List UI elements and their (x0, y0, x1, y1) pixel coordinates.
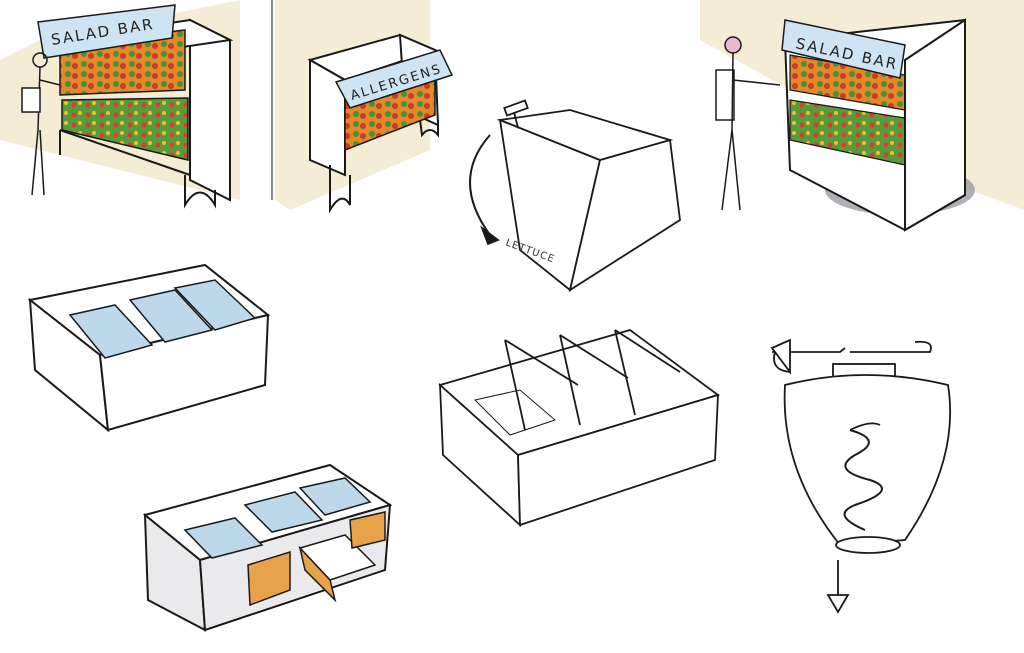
pan-1 (68, 304, 154, 359)
pan-2 (128, 289, 214, 343)
glass-pan-1 (183, 517, 264, 559)
divided-bin-sketch (438, 329, 720, 528)
lettuce-dispenser-sketch: LETTUCE (469, 99, 681, 292)
glass-pan-2 (243, 491, 324, 533)
salad-bar-perspective-sketch: SALAD BAR (700, 0, 1024, 232)
drawer-1 (247, 550, 291, 607)
customer-figure-left (21, 52, 61, 196)
salad-bar-sign-right (781, 19, 906, 79)
allergens-sign (334, 49, 454, 109)
customer-figure-right (715, 36, 781, 211)
auger-dispenser-sketch (770, 338, 952, 614)
lower-food-tray (61, 97, 189, 161)
allergens-cabinet-sketch: ALLERGENS (275, 0, 454, 214)
glass-pan-3 (298, 477, 372, 516)
salad-bar-station-sketch: SALAD BAR (0, 0, 273, 209)
drawer-box-sketch (142, 463, 393, 632)
pan-3 (173, 279, 257, 331)
three-pan-box-sketch (27, 263, 271, 433)
salad-bar-sign-left (37, 4, 176, 59)
drawer-3 (349, 511, 386, 549)
bin-inner-pan (474, 389, 556, 436)
